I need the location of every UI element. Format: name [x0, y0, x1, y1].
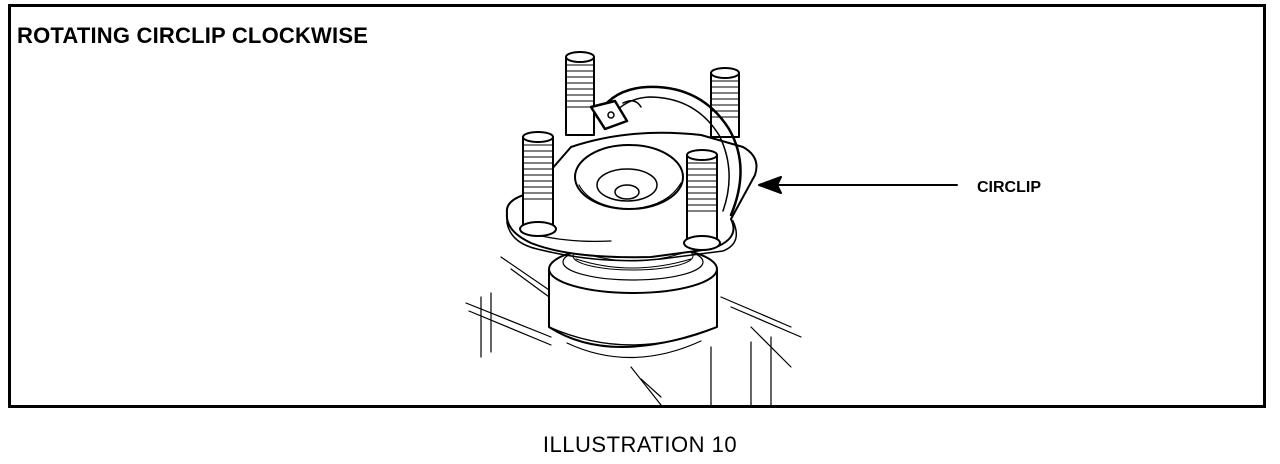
wheel-studs — [519, 51, 740, 251]
stud-front-right — [683, 149, 721, 251]
circlip — [589, 85, 742, 217]
stud-rear-right — [710, 67, 740, 138]
stud-front-left — [519, 131, 557, 237]
figure-title: ROTATING CIRCLIP CLOCKWISE — [17, 23, 369, 48]
illustration-caption: ILLUSTRATION 10 — [542, 432, 738, 457]
circlip-label: CIRCLIP — [977, 179, 1041, 196]
hub-body — [548, 241, 718, 359]
illustration-frame: ROTATING CIRCLIP CLOCKWISE — [8, 4, 1266, 408]
circlip-callout-arrow — [758, 176, 958, 194]
left-arrow-icon — [758, 176, 782, 194]
housing-lines — [465, 256, 802, 406]
center-bore — [574, 144, 684, 210]
hub-circlip-drawing — [465, 51, 958, 406]
stud-rear-left — [565, 51, 595, 136]
